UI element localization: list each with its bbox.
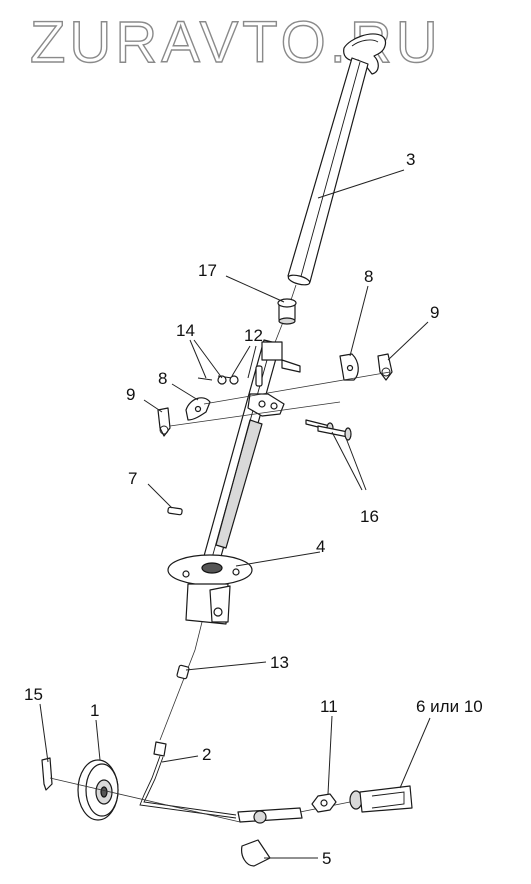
part-11-nut <box>311 793 337 813</box>
callout-8-right: 8 <box>364 267 373 286</box>
part-3-upper-shaft <box>287 33 387 286</box>
part-1-wheel <box>77 759 119 821</box>
part-7-small-pin <box>167 506 183 516</box>
part-14-cotter-pins <box>197 375 233 381</box>
callout-4: 4 <box>316 537 325 556</box>
callout-12: 12 <box>244 326 263 345</box>
part-8-right-cam-plate <box>339 353 359 381</box>
callout-13: 13 <box>270 653 289 672</box>
part-6-or-10-clevis <box>349 785 413 813</box>
part-5-housing-tube <box>237 807 303 867</box>
callout-14: 14 <box>176 321 195 340</box>
part-16-pins <box>305 419 352 441</box>
callout-8-left: 8 <box>158 369 167 388</box>
callout-1: 1 <box>90 701 99 720</box>
cross-axis-lower <box>169 401 341 427</box>
callout-6-or-10: 6 или 10 <box>416 697 483 716</box>
callout-7: 7 <box>128 469 137 488</box>
callout-17: 17 <box>198 261 217 280</box>
part-17-bushing <box>277 298 297 325</box>
callout-labels: 3 17 14 12 8 8 9 9 7 16 4 13 15 1 2 11 6… <box>24 150 483 868</box>
part-8-left-cam-plate <box>185 397 211 421</box>
callout-5: 5 <box>322 849 331 868</box>
part-13-sleeve <box>176 664 190 680</box>
callout-9-left: 9 <box>126 385 135 404</box>
callout-11: 11 <box>320 697 338 716</box>
cross-axis-upper <box>203 371 391 405</box>
leader-lines <box>39 169 431 859</box>
part-2-rod <box>139 741 237 819</box>
callout-9-right: 9 <box>430 303 439 322</box>
part-15-split-pin <box>41 757 53 791</box>
wheel-axis <box>49 777 241 823</box>
part-4-column-with-flange <box>167 339 301 625</box>
part-12-washers <box>217 365 263 387</box>
callout-16: 16 <box>360 507 379 526</box>
callout-3: 3 <box>406 150 415 169</box>
callout-2: 2 <box>202 745 211 764</box>
callout-15: 15 <box>24 685 43 704</box>
part-9-left-spring-clip <box>157 407 171 437</box>
